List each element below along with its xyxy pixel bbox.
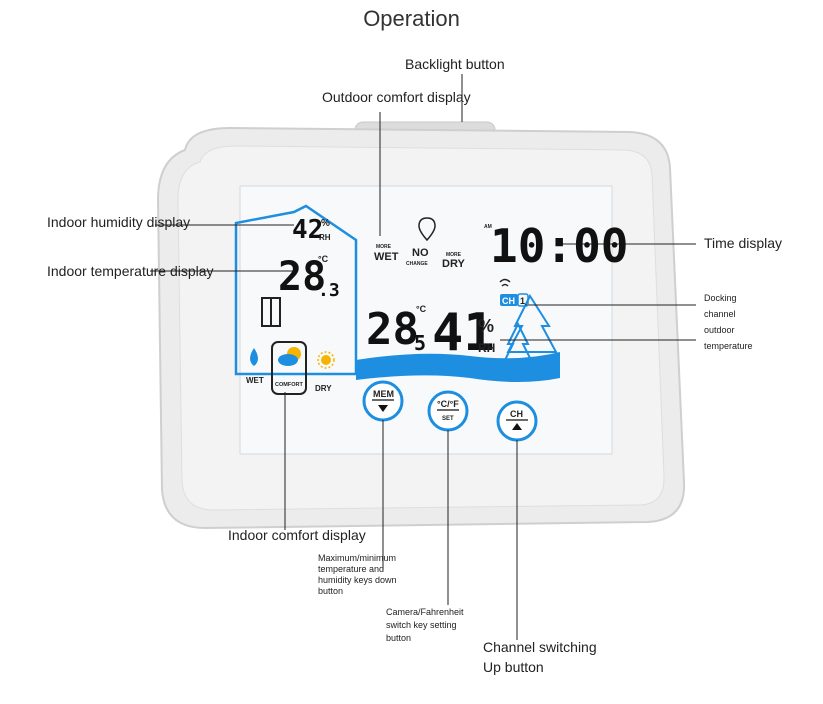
outdoor-humidity-value: 41 (432, 303, 495, 363)
indoor-humidity-value: 42 (292, 215, 323, 245)
mem-callout-line2: temperature and (318, 564, 385, 574)
set-button-label: SET (442, 416, 454, 422)
signal-icon (499, 278, 511, 287)
mem-callout-line1: Maximum/minimum (318, 553, 397, 563)
indoor-temp-decimal: .3 (318, 280, 340, 301)
backlight-callout: Backlight button (405, 56, 505, 72)
ch-button-label: CH (510, 409, 523, 419)
more-wet-small: MORE (376, 244, 392, 250)
comfort-label: COMFORT (275, 382, 303, 388)
location-pin-icon (418, 217, 436, 242)
cf-set-button[interactable] (427, 390, 469, 432)
lcd-wave (356, 352, 560, 382)
cf-callout-line2: switch key setting (386, 620, 457, 630)
outdoor-temp-decimal: 5 (414, 331, 426, 355)
more-dry-small: MORE (446, 252, 462, 258)
cloud-sun-icon (278, 347, 301, 366)
indoor-temperature-callout: Indoor temperature display (47, 263, 214, 279)
time-value: 10:00 (490, 219, 628, 273)
indoor-humidity-unit: % (321, 218, 330, 229)
comfort-dry-label: DRY (315, 384, 332, 393)
mem-button-label: MEM (373, 389, 394, 399)
comfort-wet-label: WET (246, 376, 264, 385)
leader-lines (150, 74, 696, 640)
tree-icon (502, 293, 558, 363)
indoor-humidity-rh: RH (319, 233, 331, 242)
docking-callout-line4: temperature (704, 341, 753, 351)
indoor-temp-unit: °C (318, 254, 329, 264)
cf-button-label: °C/°F (437, 399, 459, 409)
ch-callout-line2: Up button (483, 659, 544, 675)
outdoor-humidity-rh: RH (478, 341, 495, 355)
cf-callout-line3: button (386, 633, 412, 643)
house-outline (234, 204, 358, 376)
outdoor-comfort-dry: DRY (442, 258, 465, 270)
arrow-down-icon (378, 405, 388, 412)
docking-callout-line3: outdoor (704, 325, 735, 335)
docking-callout-line1: Docking (704, 293, 737, 303)
ch-up-button[interactable] (496, 400, 538, 442)
mem-button[interactable] (362, 380, 404, 422)
channel-number: 1 (520, 296, 525, 306)
outdoor-temp-unit: °C (416, 304, 427, 314)
indoor-humidity-callout: Indoor humidity display (47, 214, 191, 230)
mem-callout-line3: humidity keys down (318, 575, 397, 585)
outdoor-comfort-no: NO (412, 247, 429, 259)
am-indicator: AM (484, 224, 492, 230)
indoor-temp-value: 28 (278, 254, 326, 300)
docking-callout-line2: channel (704, 309, 736, 319)
indoor-comfort-callout: Indoor comfort display (228, 527, 366, 543)
cf-callout-line1: Camera/Fahrenheit (386, 607, 464, 617)
lcd-screen (239, 185, 613, 455)
outdoor-humidity-unit: % (478, 316, 494, 336)
ch-callout-line1: Channel switching (483, 639, 597, 655)
channel-badge: CH (502, 296, 515, 306)
comfort-icon-box (271, 341, 307, 395)
arrow-up-icon (512, 423, 522, 430)
sun-icon (317, 351, 335, 369)
door-icon (261, 297, 281, 327)
outdoor-comfort-callout: Outdoor comfort display (322, 89, 471, 105)
water-drop-icon (250, 348, 258, 366)
mem-callout-line4: button (318, 586, 344, 596)
outdoor-temp-value: 28 (366, 304, 419, 355)
outdoor-comfort-wet: WET (374, 251, 399, 263)
page-title: Operation (363, 6, 460, 31)
time-callout: Time display (704, 235, 783, 251)
outdoor-comfort-change: CHANGE (406, 261, 428, 267)
